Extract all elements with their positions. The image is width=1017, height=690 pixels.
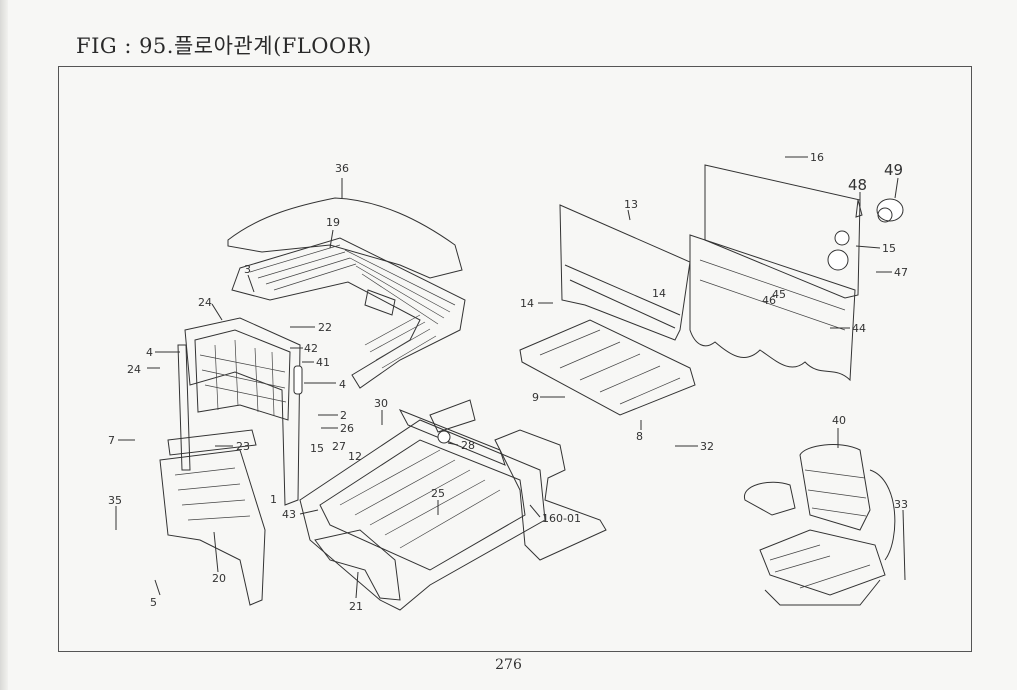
callout-15a: 15 — [310, 442, 324, 455]
callout-4b: 4 — [339, 378, 346, 391]
lower-left-panel — [159, 429, 266, 606]
callout-21: 21 — [349, 600, 363, 613]
callout-23: 23 — [236, 440, 250, 453]
callout-45: 45 — [772, 288, 786, 301]
callout-160-01: 160-01 — [542, 512, 581, 525]
callout-20: 20 — [212, 572, 226, 585]
figure-frame — [58, 66, 972, 652]
callout-15b: 15 — [882, 242, 896, 255]
callout-35: 35 — [108, 494, 122, 507]
callout-40: 40 — [832, 414, 846, 427]
lower-floor-panel — [314, 529, 401, 601]
callout-25: 25 — [431, 487, 445, 500]
callout-8: 8 — [636, 430, 643, 443]
callout-43: 43 — [282, 508, 296, 521]
callout-33: 33 — [894, 498, 908, 511]
callout-14a: 14 — [520, 297, 534, 310]
callout-24a: 24 — [198, 296, 212, 309]
callout-47: 47 — [894, 266, 908, 279]
callout-48: 48 — [848, 176, 867, 194]
callout-3: 3 — [244, 263, 251, 276]
callout-24b: 24 — [127, 363, 141, 376]
callout-42: 42 — [304, 342, 318, 355]
callout-13: 13 — [624, 198, 638, 211]
floor-mat-outline — [227, 197, 463, 279]
callout-49: 49 — [884, 161, 903, 179]
figure-title: FIG : 95.플로아관계(FLOOR) — [76, 34, 372, 58]
callout-22: 22 — [318, 321, 332, 334]
lamp-bolt — [855, 199, 863, 218]
round-lamp — [876, 198, 904, 223]
scan-edge — [0, 0, 8, 690]
callout-9: 9 — [532, 391, 539, 404]
callout-27: 27 — [332, 440, 346, 453]
rear-cover-panel — [689, 164, 861, 382]
callout-16: 16 — [810, 151, 824, 164]
floor-frame — [299, 399, 607, 611]
callout-4a: 4 — [146, 346, 153, 359]
callout-28: 28 — [461, 439, 475, 452]
callout-26: 26 — [340, 422, 354, 435]
page-number: 276 — [495, 657, 522, 673]
callout-19: 19 — [326, 216, 340, 229]
seat-assembly — [744, 444, 896, 606]
rear-floor-tray — [519, 204, 696, 416]
callout-5: 5 — [150, 596, 157, 609]
callout-14b: 14 — [652, 287, 666, 300]
callout-30: 30 — [374, 397, 388, 410]
callout-32: 32 — [700, 440, 714, 453]
callout-36: 36 — [335, 162, 349, 175]
callout-41: 41 — [316, 356, 330, 369]
callouts: 36 19 3 24 22 4 24 42 41 4 2 26 7 23 15 … — [108, 151, 908, 613]
callout-2: 2 — [340, 409, 347, 422]
leader-lines — [115, 156, 906, 599]
floor-plate-ribbed — [231, 237, 466, 389]
callout-7: 7 — [108, 434, 115, 447]
callout-44: 44 — [852, 322, 866, 335]
callout-1: 1 — [270, 493, 277, 506]
callout-12: 12 — [348, 450, 362, 463]
callout-46: 46 — [762, 294, 776, 307]
dash-panel-assembly — [177, 317, 303, 506]
